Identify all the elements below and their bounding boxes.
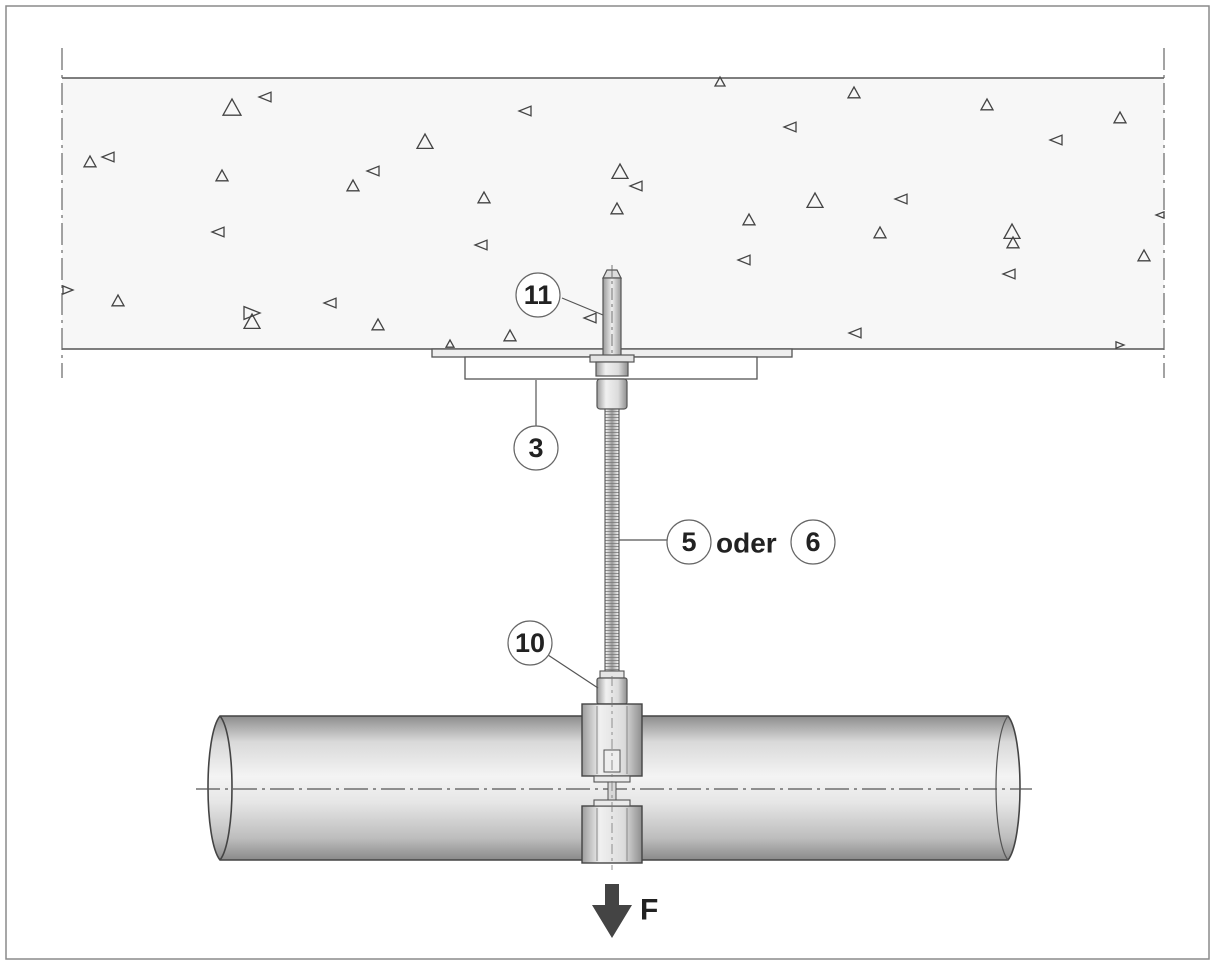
aggregate-mark — [473, 239, 488, 251]
callout-11-number: 11 — [524, 280, 553, 310]
coupling-nut — [596, 378, 628, 410]
aggregate-mark — [741, 212, 757, 226]
aggregate-mark — [517, 105, 532, 117]
aggregate-mark — [1112, 110, 1128, 124]
aggregate-mark — [62, 285, 75, 295]
aggregate-mark — [345, 178, 361, 192]
pipe-clamp — [581, 676, 643, 870]
aggregate-mark — [609, 201, 625, 215]
anchor-bolt — [602, 265, 622, 362]
aggregate-mark — [782, 121, 797, 133]
callout-6-number: 6 — [805, 527, 820, 557]
aggregate-mark — [322, 297, 337, 309]
aggregate-mark — [100, 151, 115, 163]
aggregate-mark — [736, 254, 751, 266]
callout-5-oder-6: 5 oder 6 — [666, 519, 836, 565]
aggregate-mark — [110, 293, 126, 307]
aggregate-mark — [713, 75, 727, 87]
aggregate-mark — [242, 312, 262, 330]
callout-connector-word: oder — [716, 528, 777, 559]
callout-10: 10 — [507, 620, 553, 666]
aggregate-mark — [582, 312, 597, 324]
aggregate-mark — [214, 168, 230, 182]
aggregate-mark — [1136, 248, 1152, 262]
aggregate-mark — [805, 191, 825, 209]
aggregate-mark — [210, 226, 225, 238]
aggregate-mark — [847, 327, 862, 339]
plate-nut — [589, 354, 635, 377]
aggregate-mark — [243, 305, 262, 321]
force-arrow — [592, 884, 632, 938]
aggregate-mark — [257, 91, 272, 103]
callout-3: 3 — [513, 425, 559, 471]
callout-10-number: 10 — [515, 628, 545, 658]
aggregate-mark — [444, 338, 456, 348]
aggregate-mark — [1154, 210, 1165, 220]
aggregate-mark — [893, 193, 908, 205]
aggregate-mark — [82, 154, 98, 168]
callout-5-number: 5 — [681, 527, 696, 557]
threaded-rod — [604, 408, 620, 672]
aggregate-mark — [979, 97, 995, 111]
aggregate-mark — [365, 165, 380, 177]
aggregate-mark — [610, 162, 630, 180]
callout-3-number: 3 — [528, 433, 543, 463]
aggregate-mark — [1115, 340, 1126, 350]
aggregate-mark — [221, 97, 243, 116]
callout-11: 11 — [515, 272, 561, 318]
leader-lines — [535, 297, 667, 689]
aggregate-mark — [370, 317, 386, 331]
aggregate-mark — [1048, 134, 1063, 146]
force-label: F — [640, 894, 658, 927]
aggregate-mark — [1001, 268, 1016, 280]
concrete-aggregate-marks — [62, 75, 1165, 350]
aggregate-mark — [1005, 235, 1021, 249]
aggregate-mark — [415, 132, 435, 150]
aggregate-mark — [846, 85, 862, 99]
aggregate-mark — [628, 180, 643, 192]
aggregate-mark — [476, 190, 492, 204]
aggregate-mark — [502, 328, 518, 342]
aggregate-mark — [872, 225, 888, 239]
